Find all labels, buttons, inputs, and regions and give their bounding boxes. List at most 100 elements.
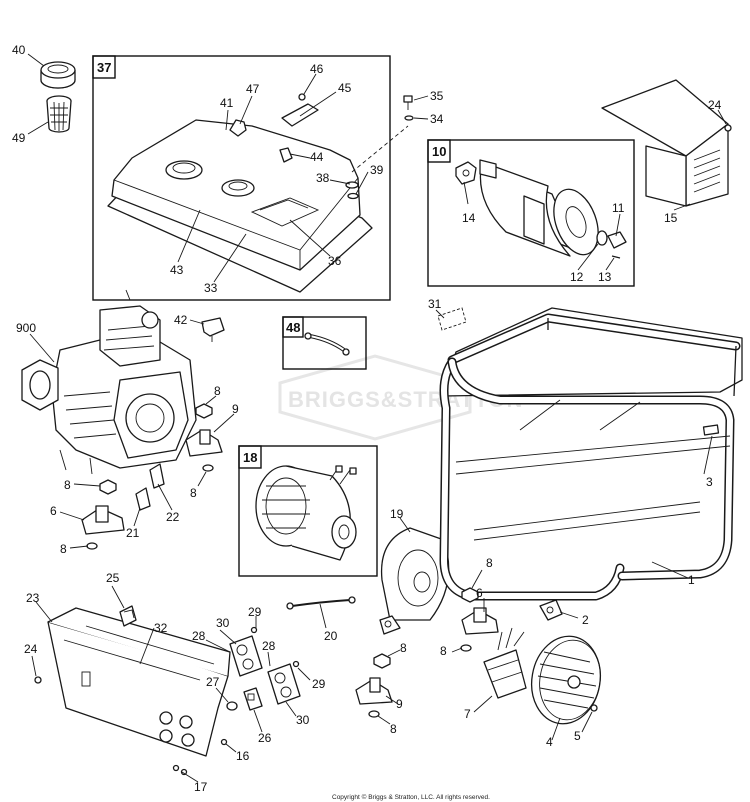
vibration-mount-6b	[461, 607, 499, 635]
callout-42: 42	[174, 313, 188, 327]
callout-27: 27	[206, 675, 220, 689]
box-37	[92, 55, 391, 301]
callout-8-b: 8	[190, 486, 197, 500]
vibration-mount-6a	[81, 505, 125, 535]
box-18	[238, 445, 378, 577]
callout-18: 18	[243, 450, 257, 465]
washer-8h	[368, 710, 380, 718]
callout-6-a: 6	[50, 504, 57, 518]
end-cover	[531, 635, 601, 725]
callout-29-a: 29	[248, 605, 262, 619]
callout-39: 39	[370, 163, 384, 177]
bracket-22	[149, 463, 165, 489]
callout-28-a: 28	[192, 629, 206, 643]
callout-40: 40	[12, 43, 26, 57]
screw-29a	[250, 626, 258, 634]
callout-30-a: 30	[216, 616, 230, 630]
callout-28-b: 28	[262, 639, 276, 653]
callout-19: 19	[390, 507, 404, 521]
callout-30-b: 30	[296, 713, 310, 727]
callout-8-g: 8	[400, 641, 407, 655]
screw-29b	[292, 660, 300, 668]
callout-14: 14	[462, 211, 476, 225]
outlet-30a	[229, 635, 263, 677]
callout-46: 46	[310, 62, 324, 76]
callout-49: 49	[12, 131, 26, 145]
control-panel	[47, 607, 231, 757]
callout-21: 21	[126, 526, 140, 540]
callout-23: 23	[26, 591, 40, 605]
fuel-tank	[107, 119, 373, 293]
callout-9-a: 9	[232, 402, 239, 416]
copyright-notice: Copyright © Briggs & Stratton, LLC. All …	[332, 793, 490, 801]
screw-16	[220, 738, 228, 746]
washer-8f	[460, 644, 472, 652]
callout-6-b: 6	[476, 586, 483, 600]
box-48-tag	[282, 316, 304, 338]
nut-8a	[195, 403, 213, 419]
callout-32: 32	[154, 621, 168, 635]
screw-24-lower	[34, 676, 42, 684]
callout-8-d: 8	[60, 542, 67, 556]
callout-25: 25	[106, 571, 120, 585]
vibration-mount-9b	[355, 677, 393, 705]
callout-2: 2	[582, 613, 589, 627]
fuel-strainer	[46, 95, 72, 133]
callout-5: 5	[574, 729, 581, 743]
callout-22: 22	[166, 510, 180, 524]
voltage-regulator	[483, 627, 527, 699]
nut-8g	[373, 653, 391, 669]
callout-48: 48	[286, 320, 300, 335]
callout-37: 37	[97, 60, 111, 75]
callout-1: 1	[688, 573, 695, 587]
alternator	[255, 465, 357, 561]
nut-8c	[99, 479, 117, 495]
nut-8e	[461, 587, 479, 603]
callout-4: 4	[546, 735, 553, 749]
callout-33: 33	[204, 281, 218, 295]
ground-wire	[286, 596, 356, 610]
callout-15: 15	[664, 211, 678, 225]
callout-8-f: 8	[440, 644, 447, 658]
callout-47: 47	[246, 82, 260, 96]
callout-24-upper: 24	[708, 98, 722, 112]
callout-44: 44	[310, 150, 324, 164]
callout-41: 41	[220, 96, 234, 110]
frame	[439, 307, 743, 601]
washer-34	[404, 115, 414, 121]
washer-8b	[202, 464, 214, 472]
bracket-21	[135, 487, 151, 511]
engine	[21, 289, 197, 475]
callout-35: 35	[430, 89, 444, 103]
exhaust-gasket	[455, 161, 477, 185]
fuel-cap	[40, 61, 76, 89]
callout-16: 16	[236, 749, 250, 763]
spark-arrestor	[596, 230, 627, 259]
muffler	[479, 159, 599, 257]
callout-900: 900	[16, 321, 36, 335]
callout-12: 12	[570, 270, 584, 284]
breaker-26	[243, 687, 263, 711]
nut-27	[226, 701, 238, 711]
screw-5	[590, 704, 598, 712]
callout-13: 13	[598, 270, 612, 284]
box-48	[282, 316, 367, 370]
heat-shield	[601, 79, 729, 207]
switch	[119, 605, 137, 627]
callout-38: 38	[316, 171, 330, 185]
callout-8-e: 8	[486, 556, 493, 570]
callout-29-b: 29	[312, 677, 326, 691]
callout-3: 3	[706, 475, 713, 489]
idle-control-2	[539, 599, 563, 621]
box-10-tag	[427, 139, 451, 163]
callout-7: 7	[464, 707, 471, 721]
callout-8-c: 8	[64, 478, 71, 492]
callout-8-a: 8	[214, 384, 221, 398]
callout-17: 17	[194, 780, 208, 794]
callout-36: 36	[328, 254, 342, 268]
alternator-cover	[379, 527, 450, 635]
fuel-valve-42	[201, 317, 225, 342]
screw-24-upper	[724, 124, 732, 132]
